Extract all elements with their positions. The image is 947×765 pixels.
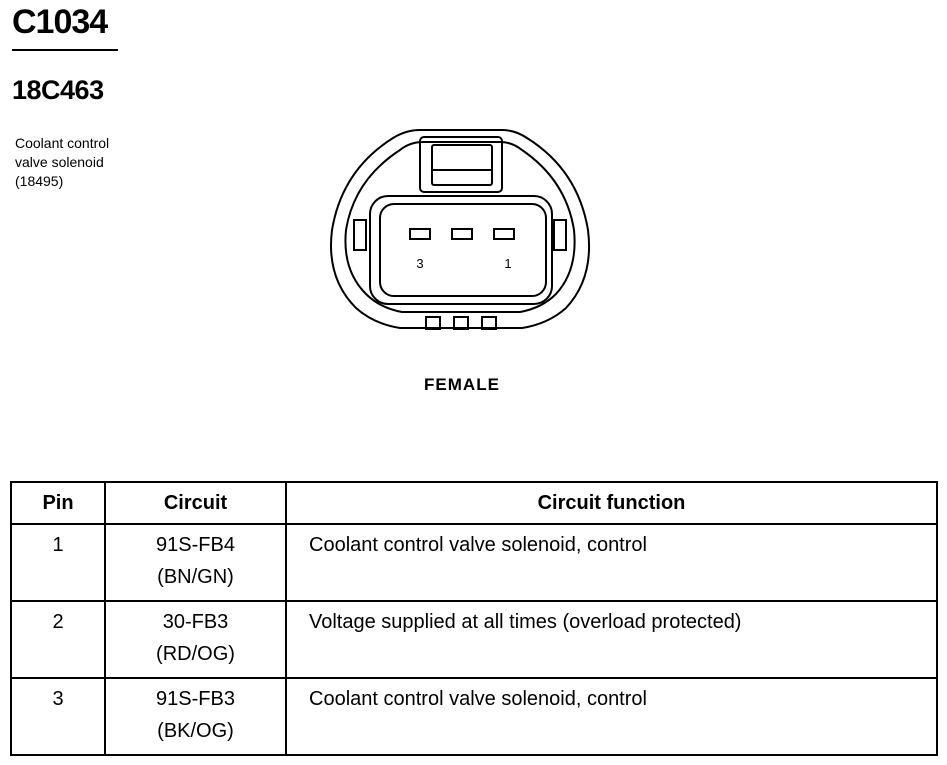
table-row: 3 91S-FB3 (BK/OG) Coolant control valve … (10, 677, 938, 756)
pin-label-3: 3 (416, 256, 423, 271)
circuit-cell: 30-FB3 (RD/OG) (104, 600, 287, 679)
column-header-circuit-function: Circuit function (285, 481, 938, 525)
terminal-cavity-outer (369, 195, 553, 305)
locking-tab-inner (431, 144, 493, 186)
terminal-2 (451, 228, 473, 240)
circuit-cell: 91S-FB3 (BK/OG) (104, 677, 287, 756)
connector-id: C1034 (12, 3, 108, 41)
terminal-3 (409, 228, 431, 240)
locking-tab (419, 136, 503, 193)
circuit-id: 30-FB3 (162, 611, 229, 633)
bottom-rib-1 (425, 316, 441, 330)
circuit-cell: 91S-FB4 (BN/GN) (104, 523, 287, 602)
connector-outer-housing (330, 129, 591, 329)
circuit-id: 91S-FB3 (156, 688, 235, 710)
left-key-notch (353, 219, 367, 251)
wire-color: (RD/OG) (156, 643, 235, 665)
right-key-notch (553, 219, 567, 251)
pin-number: 2 (10, 600, 106, 679)
pin-number: 3 (10, 677, 106, 756)
pinout-table: Pin Circuit Circuit function 1 91S-FB4 (… (10, 481, 938, 756)
pin-number: 1 (10, 523, 106, 602)
connector-gender: FEMALE (424, 375, 500, 394)
connector-inner-housing (344, 141, 576, 313)
part-number: 18C463 (12, 75, 104, 105)
table-row: 2 30-FB3 (RD/OG) Voltage supplied at all… (10, 600, 938, 679)
column-header-pin: Pin (10, 481, 106, 525)
connector-face-diagram: 3 1 (330, 129, 591, 330)
circuit-function: Coolant control valve solenoid, control (285, 677, 938, 756)
component-description: Coolant control valve solenoid (18495) (15, 135, 110, 189)
terminal-1 (493, 228, 515, 240)
bottom-rib-2 (453, 316, 469, 330)
wire-color: (BN/GN) (157, 566, 234, 588)
bottom-rib-3 (481, 316, 497, 330)
circuit-function: Coolant control valve solenoid, control (285, 523, 938, 602)
table-header-row: Pin Circuit Circuit function (10, 481, 938, 525)
title-underline (12, 49, 118, 51)
pin-label-1: 1 (504, 256, 511, 271)
terminal-cavity-inner (379, 203, 547, 297)
circuit-function: Voltage supplied at all times (overload … (285, 600, 938, 679)
wire-color: (BK/OG) (157, 720, 234, 742)
column-header-circuit: Circuit (104, 481, 287, 525)
table-row: 1 91S-FB4 (BN/GN) Coolant control valve … (10, 523, 938, 602)
circuit-id: 91S-FB4 (156, 534, 235, 556)
